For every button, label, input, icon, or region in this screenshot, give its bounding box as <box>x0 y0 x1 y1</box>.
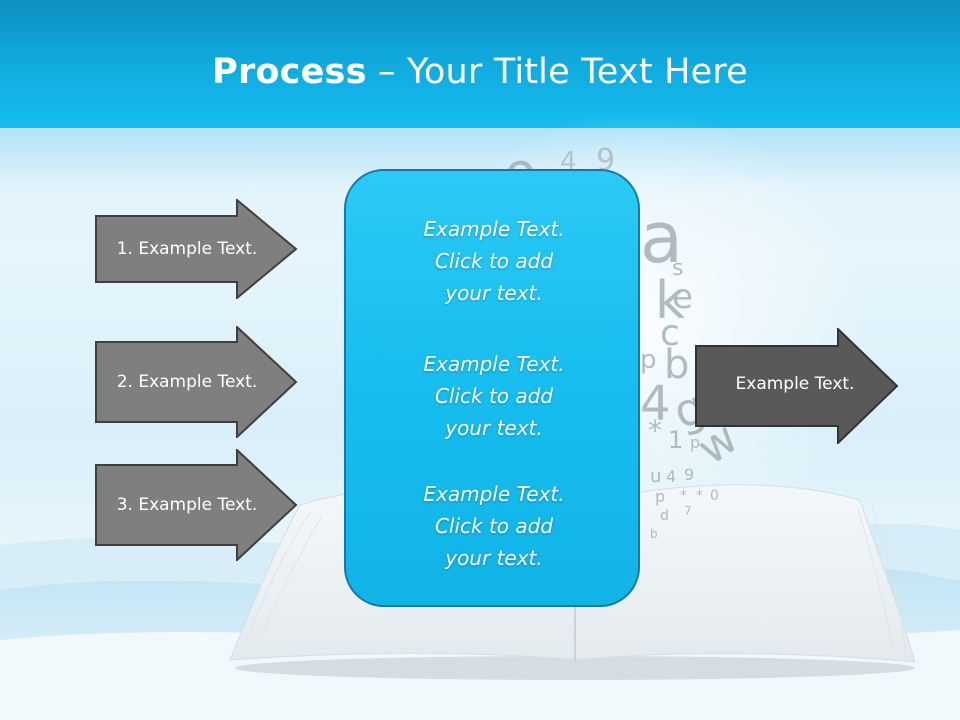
svg-text:4: 4 <box>640 376 671 432</box>
svg-text:*: * <box>648 414 662 447</box>
center-text-line: Click to add <box>434 384 554 408</box>
svg-text:u: u <box>650 466 661 487</box>
svg-text:9: 9 <box>684 465 694 484</box>
svg-text:a: a <box>640 197 683 279</box>
center-text-block-2[interactable]: Example Text. Click to add your text. <box>346 348 642 444</box>
center-text-line: Click to add <box>434 514 554 538</box>
arrow-shape <box>95 199 298 299</box>
center-text-block-1[interactable]: Example Text. Click to add your text. <box>346 213 642 309</box>
svg-text:b: b <box>664 342 689 388</box>
svg-text:1: 1 <box>668 426 683 454</box>
svg-text:p: p <box>655 487 665 506</box>
arrow-shape <box>95 326 298 438</box>
svg-text:d: d <box>660 508 669 524</box>
svg-text:e: e <box>672 277 693 317</box>
svg-text:*: * <box>696 488 703 504</box>
center-text-line: Click to add <box>434 249 554 273</box>
title-bar <box>0 0 960 128</box>
center-text-line: Example Text. <box>423 482 565 506</box>
step-arrow-1[interactable]: 1. Example Text. <box>95 199 300 299</box>
svg-text:b: b <box>650 527 658 541</box>
svg-text:p: p <box>690 433 700 452</box>
arrow-shape <box>695 328 899 444</box>
svg-text:*: * <box>680 488 687 504</box>
step-arrow-3[interactable]: 3. Example Text. <box>95 449 300 561</box>
result-arrow-label: Example Text. <box>735 374 855 394</box>
step-arrow-label: 1. Example Text. <box>116 239 258 259</box>
step-arrow-label: 3. Example Text. <box>116 495 258 515</box>
title-rest: – Your Title Text Here <box>366 52 748 92</box>
center-text-line: Example Text. <box>423 352 565 376</box>
slide-title: Process – Your Title Text Here <box>0 52 960 92</box>
center-process-box[interactable]: Example Text. Click to add your text. Ex… <box>344 169 640 607</box>
center-text-line: Example Text. <box>423 217 565 241</box>
center-text-block-3[interactable]: Example Text. Click to add your text. <box>346 478 642 574</box>
svg-text:4: 4 <box>666 467 676 486</box>
svg-text:7: 7 <box>684 504 692 518</box>
title-bold: Process <box>212 52 367 92</box>
svg-text:p: p <box>640 345 657 375</box>
center-text-line: your text. <box>445 416 543 440</box>
center-text-line: your text. <box>445 546 543 570</box>
svg-text:s: s <box>672 256 683 281</box>
step-arrow-label: 2. Example Text. <box>116 372 258 392</box>
svg-text:k: k <box>655 271 685 331</box>
step-arrow-2[interactable]: 2. Example Text. <box>95 326 300 438</box>
center-text-line: your text. <box>445 281 543 305</box>
svg-text:c: c <box>660 313 680 354</box>
svg-text:0: 0 <box>710 488 719 504</box>
result-arrow[interactable]: Example Text. <box>695 328 900 444</box>
arrow-shape <box>95 449 298 561</box>
